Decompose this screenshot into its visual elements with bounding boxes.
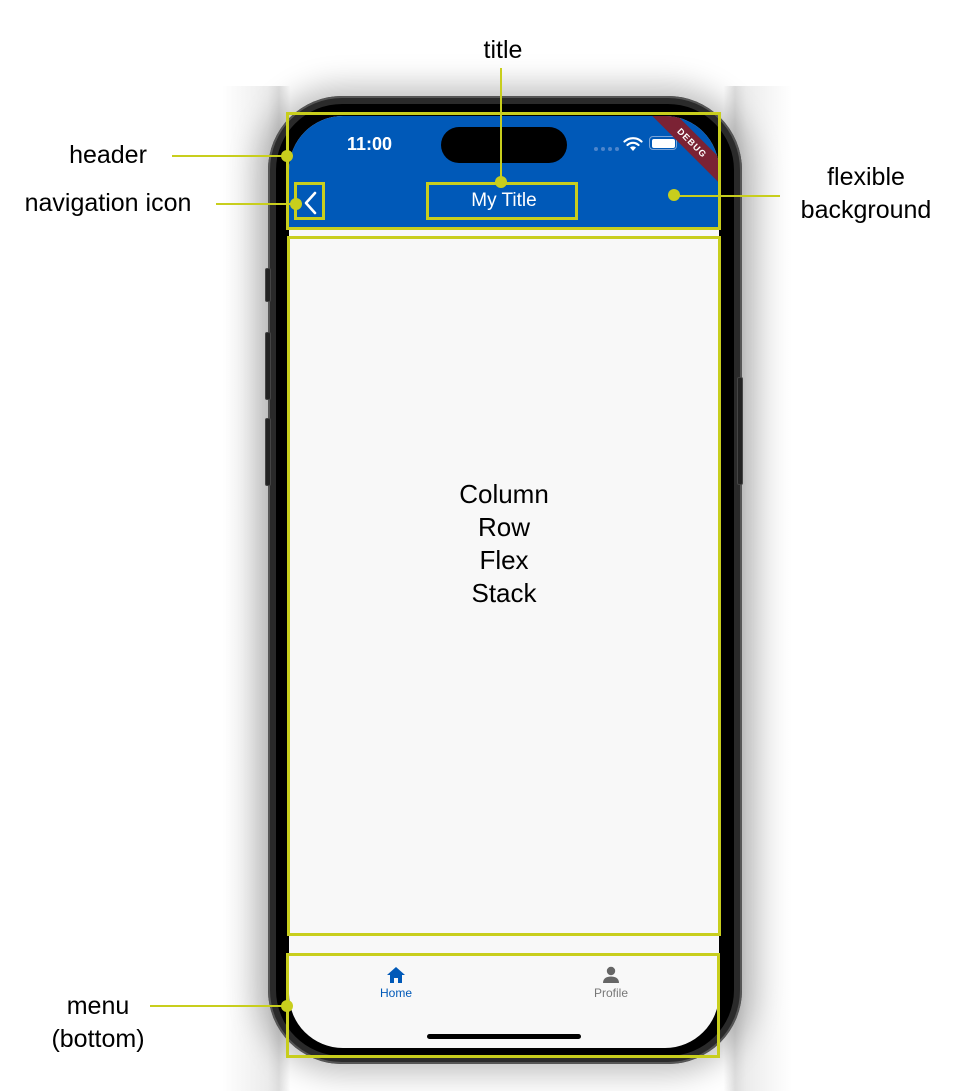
nav-icon-leader-line [216,203,296,205]
header-annotation-box [286,112,721,230]
chevron-left-icon[interactable] [301,190,321,216]
nav-item-profile[interactable]: Profile [571,966,651,1000]
volume-down-button [265,418,271,486]
home-indicator [427,1034,581,1039]
power-button [737,377,743,485]
annotation-nav-icon-label: navigation icon [24,189,192,217]
menu-leader-line [150,1005,286,1007]
person-icon [603,966,619,983]
body-annotation-box [287,236,721,936]
battery-icon [649,136,677,150]
nav-label-profile: Profile [593,986,628,1000]
menu-annotation-box [286,953,720,1058]
title-leader-dot [495,176,507,188]
menu-leader-dot [281,1000,293,1012]
app-bar: 11:00 DEBUG My Title [289,116,719,230]
nav-item-home[interactable]: Home [356,966,436,1000]
header-leader-line [172,155,286,157]
body-line-flex: Flex [479,545,529,575]
annotation-menu-label: menu (bottom) [51,992,145,1053]
wifi-icon [623,137,643,151]
volume-up-button [265,332,271,400]
dynamic-island [441,127,567,163]
signal-dots-icon [594,147,619,151]
annotation-flexible-background-label: flexible background [800,163,932,224]
flexible-background-leader-dot [668,189,680,201]
bottom-navigation: Home Profile [289,956,719,1048]
home-icon [387,967,405,983]
nav-icon-leader-dot [290,198,302,210]
mute-switch [265,268,271,302]
status-time: 11:00 [347,134,393,154]
body-content: Column Row Flex Stack [289,478,719,610]
body-line-column: Column [459,479,549,509]
body-line-row: Row [477,512,530,542]
annotation-title-label: title [483,36,523,64]
flexible-background-leader-line [674,195,780,197]
annotation-header-label: header [69,141,147,169]
phone-screen: 11:00 DEBUG My Title Column Row Flex Sta… [289,116,719,1048]
app-title: My Title [471,190,537,211]
header-leader-dot [281,150,293,162]
nav-label-home: Home [379,986,412,1000]
title-leader-line [500,68,502,182]
body-line-stack: Stack [471,578,537,608]
